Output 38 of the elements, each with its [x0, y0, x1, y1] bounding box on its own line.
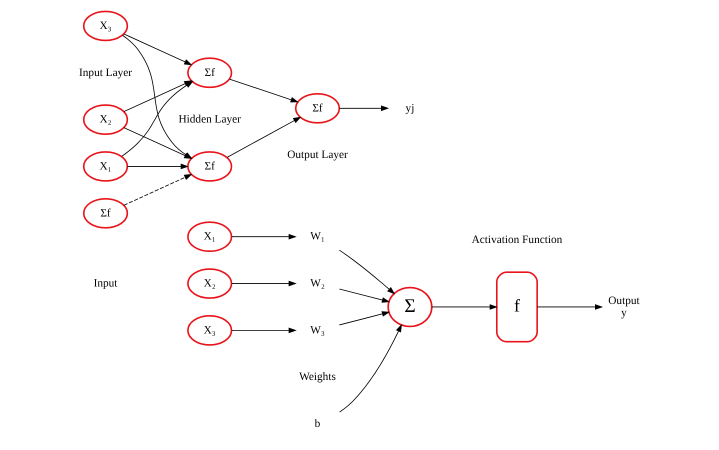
- label: Hidden Layer: [178, 114, 241, 126]
- node-ellipse: Σf: [187, 151, 232, 182]
- arrow: [231, 234, 297, 240]
- node-box: f: [496, 271, 538, 342]
- node-text: Output y: [608, 294, 640, 320]
- node-ellipse: X₃: [82, 10, 128, 42]
- arrow: [338, 311, 390, 326]
- label: Input Layer: [79, 66, 132, 79]
- arrow: [339, 324, 402, 412]
- node-text: W₁: [310, 230, 325, 243]
- arrow: [124, 174, 192, 206]
- node-ellipse: Σf: [187, 57, 232, 88]
- label: Output Layer: [287, 149, 348, 162]
- arrow: [338, 105, 390, 112]
- arrow: [536, 304, 604, 310]
- arrow: [226, 116, 302, 158]
- node-ellipse: X₂: [187, 268, 232, 299]
- arrow: [124, 34, 192, 66]
- arrow: [231, 280, 297, 286]
- arrow: [338, 250, 396, 294]
- node-text: W₂: [310, 278, 325, 290]
- node-ellipse: X₁: [187, 221, 232, 252]
- label: Weights: [299, 371, 336, 384]
- node-text: W₃: [310, 324, 325, 336]
- arrow: [431, 304, 498, 310]
- arrow: [231, 328, 297, 334]
- node-text: yj: [406, 102, 414, 114]
- arrow: [126, 164, 189, 170]
- node-text: b: [314, 418, 320, 430]
- node-ellipse: X₁: [82, 151, 128, 182]
- node-label: Activation Function: [472, 234, 562, 246]
- node-ellipse: Σf: [294, 92, 340, 124]
- node-ellipse: X₂: [82, 104, 128, 135]
- label: Input: [94, 278, 118, 290]
- arrow: [229, 78, 299, 102]
- arrow: [338, 288, 390, 303]
- node-ellipse: X₃: [187, 315, 232, 346]
- node-ellipse: Σf: [82, 198, 128, 229]
